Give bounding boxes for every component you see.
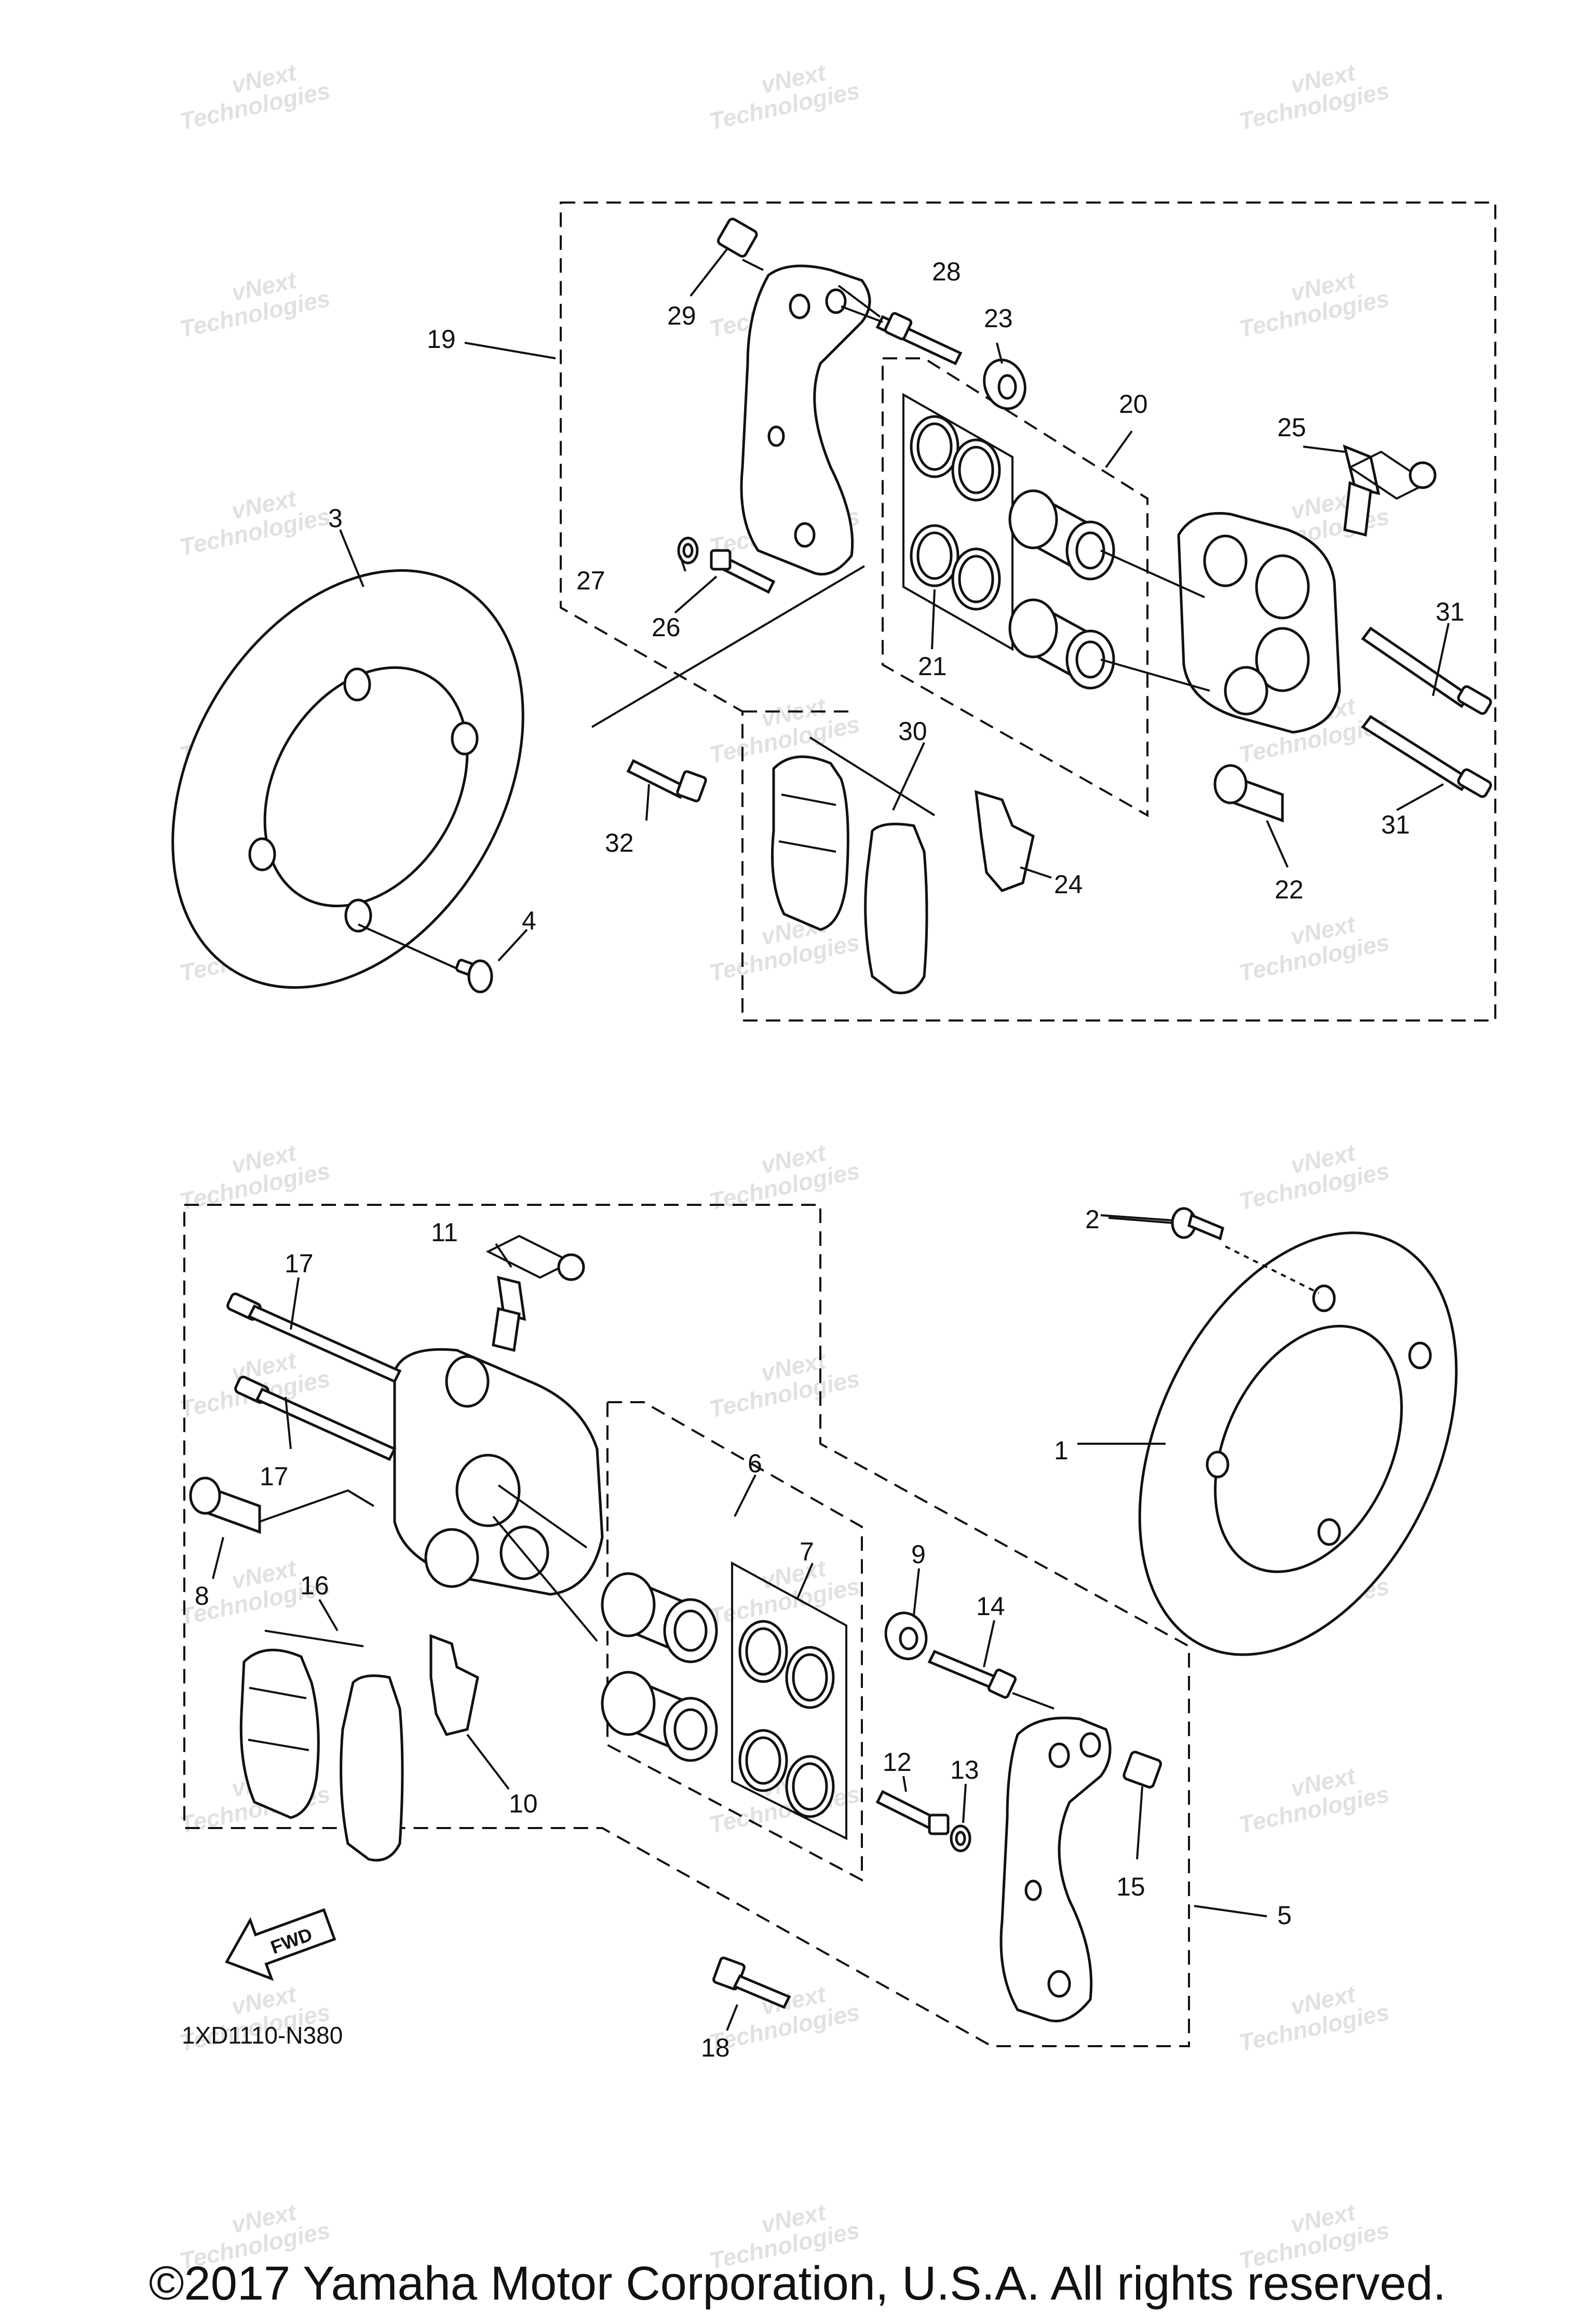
diagram-code: 1XD1110-N380 (182, 2022, 343, 2049)
bolt-8 (189, 1476, 375, 1534)
callout-leaders (212, 248, 1450, 2031)
callout-25: 25 (1277, 413, 1306, 442)
bolt-29 (717, 218, 764, 271)
piston-seals-21 (910, 415, 1001, 611)
pistons-upper (1008, 489, 1115, 690)
callout-28: 28 (932, 257, 961, 286)
callout-12: 12 (883, 1748, 912, 1777)
callout-6: 6 (748, 1449, 762, 1478)
callout-31b: 31 (1381, 810, 1410, 839)
callout-30: 30 (898, 717, 927, 746)
upper-assembly-boundary (560, 201, 1496, 1022)
callout-29: 29 (667, 301, 696, 330)
callout-20: 20 (1119, 389, 1148, 419)
disc-bolt-2 (1100, 1207, 1224, 1241)
bolt-32 (591, 565, 866, 802)
bushing-9 (884, 1611, 928, 1660)
lower-assembly-boundary (183, 1204, 1190, 2047)
callout-23: 23 (984, 304, 1013, 333)
piston-seals-7 (738, 1620, 835, 1818)
pins-31 (1361, 626, 1492, 798)
pad-clip-24 (975, 790, 1035, 892)
callout-11: 11 (431, 1218, 458, 1247)
caliper-body-upper (1100, 512, 1341, 734)
callout-19: 19 (427, 325, 456, 354)
disc-bolt-4 (358, 923, 493, 993)
upper-assembly (171, 201, 1496, 1022)
bleeder-valve-11 (485, 1234, 585, 1352)
callout-22: 22 (1275, 875, 1304, 904)
washer-27 (677, 536, 699, 565)
callout-26: 26 (652, 613, 681, 642)
bushing-23 (983, 358, 1026, 410)
pin-bolt-28 (841, 305, 963, 366)
bolt-12 (875, 1790, 950, 1835)
callout-24: 24 (1054, 870, 1083, 899)
pin-bolt-14 (927, 1649, 1055, 1710)
bolt-22 (1213, 764, 1284, 823)
callout-3: 3 (328, 504, 343, 533)
callout-7: 7 (800, 1537, 814, 1566)
callout-10: 10 (509, 1789, 538, 1818)
callout-17a: 17 (285, 1249, 314, 1278)
callout-4: 4 (522, 906, 536, 935)
callout-18: 18 (701, 2033, 730, 2062)
bolt-15 (1123, 1751, 1163, 1789)
callout-numbers: 1 2 3 4 5 6 7 8 9 10 11 12 13 14 15 16 1… (195, 257, 1465, 2062)
forward-direction-arrow: FWD (225, 1908, 336, 1981)
pins-17 (226, 1292, 402, 1461)
caliper-body-lower (393, 1348, 604, 1642)
pistons-lower (601, 1572, 718, 1762)
callout-15: 15 (1116, 1872, 1145, 1901)
brake-disc-3 (171, 569, 524, 989)
brake-disc-1 (1138, 1231, 1458, 1656)
callout-16: 16 (300, 1571, 329, 1600)
callout-32: 32 (605, 828, 634, 857)
seal-kit-21-bracket (902, 393, 1013, 651)
bleeder-valve-25 (1343, 444, 1437, 537)
bolt-18 (712, 1956, 791, 2009)
callout-1: 1 (1054, 1436, 1069, 1465)
callout-8: 8 (195, 1581, 209, 1610)
seal-kit-7-bracket (731, 1561, 847, 1841)
brake-pads-16 (239, 1630, 404, 1862)
callout-14: 14 (976, 1592, 1005, 1621)
lower-assembly: FWD (183, 1204, 1458, 2047)
callout-27: 27 (576, 566, 605, 595)
copyright-notice: ©2017 Yamaha Motor Corporation, U.S.A. A… (148, 2257, 1447, 2310)
callout-13: 13 (950, 1755, 979, 1784)
caliper-bracket-lower (999, 1716, 1112, 2023)
callout-17b: 17 (260, 1462, 289, 1491)
pad-clip-10 (429, 1634, 479, 1736)
callout-5: 5 (1277, 1901, 1292, 1930)
washer-13 (950, 1824, 971, 1852)
seal-kit-20-boundary (882, 357, 1148, 817)
brake-pads-30 (771, 736, 936, 995)
callout-2: 2 (1085, 1205, 1100, 1234)
caliper-bracket-upper (740, 264, 871, 576)
callout-9: 9 (911, 1540, 926, 1569)
callout-31a: 31 (1436, 597, 1465, 626)
bolt-26 (710, 549, 776, 594)
callout-21: 21 (918, 652, 947, 681)
